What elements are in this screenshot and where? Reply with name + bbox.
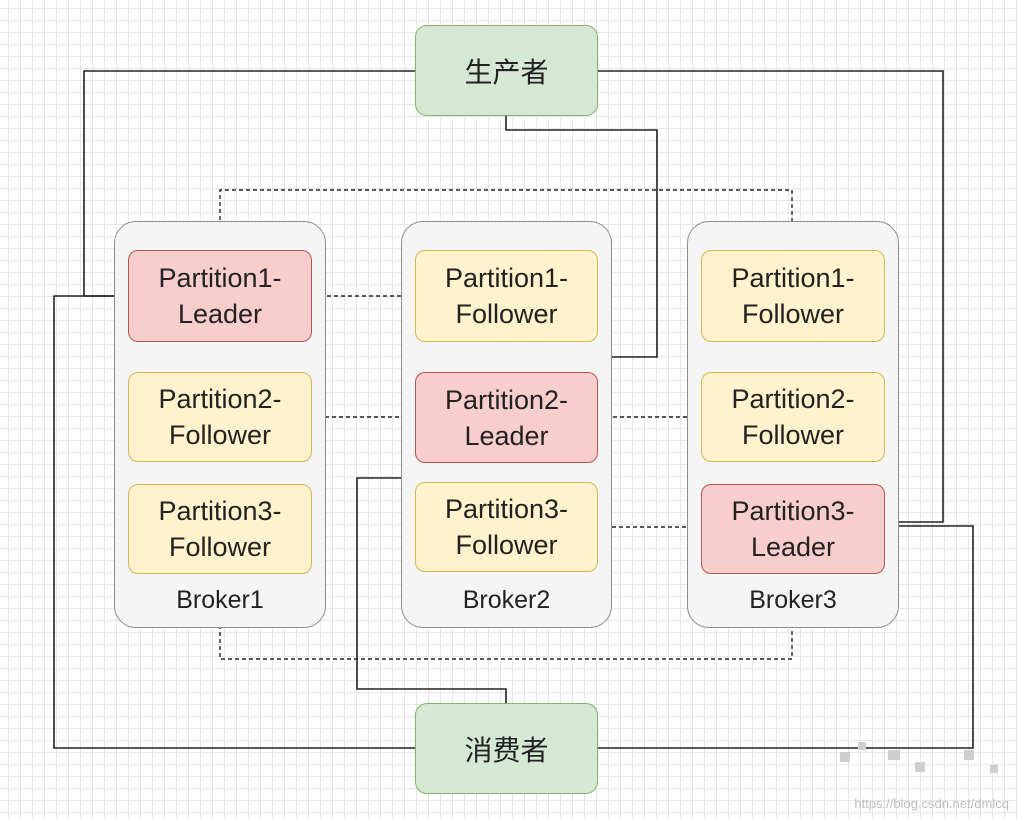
broker2-partition3-follower[interactable]: Partition3- Follower <box>415 482 598 572</box>
broker3-partition3-leader[interactable]: Partition3- Leader <box>701 484 885 574</box>
watermark-mosaic <box>888 750 900 760</box>
consumer-node[interactable]: 消费者 <box>415 703 598 794</box>
watermark-text: https://blog.csdn.net/dmlcq <box>854 796 1009 811</box>
consumer-to-broker3-leader-arrow <box>597 519 974 749</box>
partition-name: Partition3- <box>731 496 855 526</box>
replication-p1-broker3-to-broker1 <box>214 189 793 250</box>
broker-3-label: Broker3 <box>749 586 837 614</box>
partition-role: Follower <box>741 299 845 329</box>
partition-name: Partition3- <box>444 494 569 524</box>
partition-role: Leader <box>177 299 263 329</box>
partition-role: Follower <box>741 420 845 450</box>
broker1-partition2-follower[interactable]: Partition2- Follower <box>128 372 312 462</box>
partition-name: Partition2- <box>444 384 569 415</box>
partition-role: Leader <box>750 532 836 562</box>
broker3-partition1-follower[interactable]: Partition1- Follower <box>701 250 885 342</box>
consumer-to-broker1-leader-arrow <box>53 289 415 749</box>
broker-2-label: Broker2 <box>462 586 551 614</box>
partition-role: Follower <box>455 299 558 329</box>
partition-name: Partition1- <box>731 263 855 293</box>
partition-name: Partition1- <box>444 263 569 293</box>
broker3-partition2-follower[interactable]: Partition2- Follower <box>701 372 885 462</box>
producer-to-broker3-leader-arrow <box>597 70 944 529</box>
partition-role: Follower <box>168 532 272 562</box>
watermark-mosaic <box>990 765 998 773</box>
watermark-mosaic <box>915 762 925 772</box>
partition-name: Partition2- <box>158 384 282 414</box>
partition-name: Partition2- <box>731 384 855 414</box>
partition-role: Leader <box>464 420 549 451</box>
partition-name: Partition3- <box>158 496 282 526</box>
partition-name: Partition1- <box>158 263 282 293</box>
broker2-partition2-leader[interactable]: Partition2- Leader <box>415 372 598 463</box>
watermark-mosaic <box>858 742 866 750</box>
watermark-mosaic <box>840 752 850 762</box>
broker2-partition1-follower[interactable]: Partition1- Follower <box>415 250 598 342</box>
watermark-mosaic <box>964 750 974 760</box>
partition-role: Follower <box>168 420 272 450</box>
broker1-partition3-follower[interactable]: Partition3- Follower <box>128 484 312 574</box>
producer-node[interactable]: 生产者 <box>415 25 598 116</box>
broker1-partition1-leader[interactable]: Partition1- Leader <box>128 250 312 342</box>
partition-role: Follower <box>455 530 558 560</box>
broker-1-label: Broker1 <box>176 586 264 614</box>
